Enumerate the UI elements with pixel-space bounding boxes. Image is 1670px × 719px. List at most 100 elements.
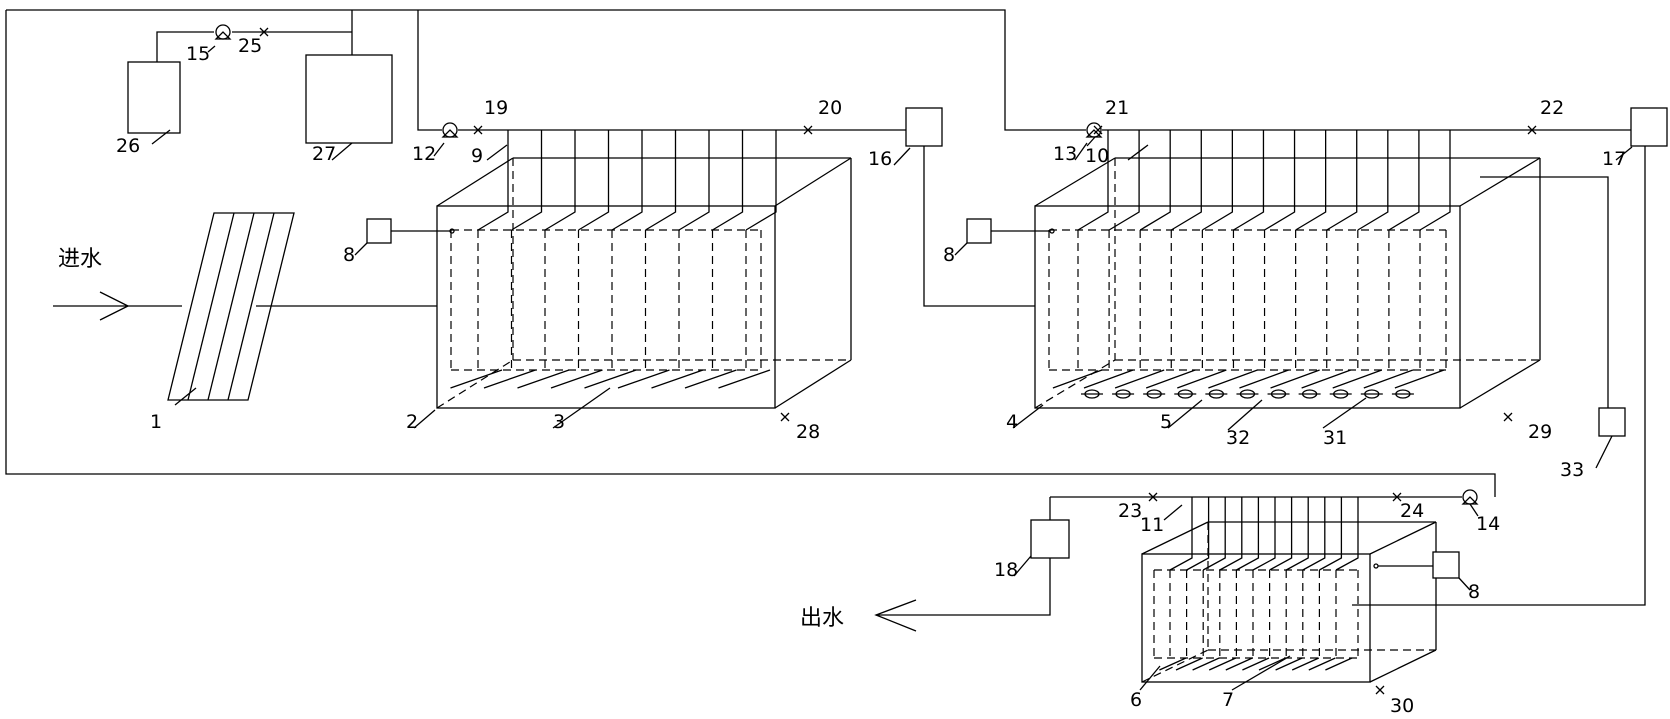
plate-bottom: [1258, 657, 1286, 671]
label-2: 2: [406, 411, 418, 433]
diagram-labels: 进水 出水 1 2 3 4 5 6 7 8 8 8 9 10 11 12 13 …: [58, 35, 1626, 717]
valve-x-mark: [1527, 125, 1537, 135]
tank-edge: [1141, 521, 1209, 555]
controller-18: [1030, 519, 1070, 559]
label-14: 14: [1476, 513, 1500, 535]
controller-17: [1630, 107, 1668, 147]
plate-top: [1295, 200, 1327, 231]
main-pipe-network: [5, 9, 1646, 616]
label-13: 13: [1053, 143, 1077, 165]
plate-top: [1170, 200, 1202, 231]
plate-top: [1326, 200, 1358, 231]
plate-top: [1319, 546, 1343, 571]
valve-x-mark: [1375, 685, 1385, 695]
plate-top: [544, 200, 576, 231]
plate-top: [477, 200, 509, 231]
label-32: 32: [1226, 427, 1250, 449]
plate-bottom: [1325, 657, 1353, 671]
label-19: 19: [484, 97, 508, 119]
tank-hidden-edge: [436, 359, 514, 409]
label-21: 21: [1105, 97, 1129, 119]
tank-4: [1034, 130, 1541, 409]
valve-x-mark: [1503, 412, 1513, 422]
plate-top: [1335, 546, 1359, 571]
plate-bottom: [718, 369, 771, 389]
plate-top: [1269, 546, 1293, 571]
tank-edge: [774, 359, 852, 409]
label-1: 1: [150, 411, 162, 433]
label-27: 27: [312, 143, 336, 165]
label-7: 7: [1222, 689, 1234, 711]
plate-top: [1264, 200, 1296, 231]
plate-top: [1419, 200, 1451, 231]
tank-edge: [1459, 157, 1541, 207]
label-12: 12: [412, 143, 436, 165]
plate-bottom: [1239, 369, 1289, 389]
plate-bottom: [450, 369, 503, 389]
tank-edge: [1459, 359, 1541, 409]
tank-edge: [436, 157, 514, 207]
label-8a: 8: [343, 244, 355, 266]
plate-top: [1077, 200, 1109, 231]
plate-bottom: [1145, 369, 1196, 389]
plate-top: [578, 200, 610, 231]
plate-top: [1302, 546, 1326, 571]
plate-bottom: [1208, 369, 1258, 389]
plate-top: [611, 200, 643, 231]
tank-edge: [1034, 157, 1116, 207]
plate-bottom: [1275, 657, 1303, 671]
plate-bottom: [1052, 369, 1103, 389]
plate-top: [1357, 200, 1389, 231]
tank-edge: [1369, 521, 1437, 555]
label-5: 5: [1160, 411, 1172, 433]
plate-bottom: [684, 369, 737, 389]
plate-bottom: [1332, 369, 1383, 389]
tank-front-face: [436, 205, 776, 409]
plate-top: [1139, 200, 1171, 231]
plate-top: [1233, 200, 1265, 231]
plate-bottom: [517, 369, 570, 389]
plate-top: [1236, 546, 1260, 571]
label-26: 26: [116, 135, 140, 157]
chemical-tank-26: [127, 61, 181, 134]
pump-13: [1085, 122, 1103, 138]
tank-hidden-edge: [1141, 649, 1209, 683]
plate-bottom: [1308, 657, 1336, 671]
valve-x-mark: [803, 125, 813, 135]
label-20: 20: [818, 97, 842, 119]
label-16: 16: [868, 148, 892, 170]
plate-top: [511, 200, 543, 231]
sensor-8-tank-4: [966, 218, 992, 244]
outlet-arrow: [874, 599, 917, 632]
pump-15: [214, 24, 232, 40]
valve-x-mark: [1148, 492, 1158, 502]
plate-top: [645, 200, 677, 231]
pump-12: [441, 122, 459, 138]
label-30: 30: [1390, 695, 1414, 717]
plate-bottom: [1394, 369, 1445, 389]
label-8c: 8: [1468, 581, 1480, 603]
plate-bottom: [584, 369, 637, 389]
label-22: 22: [1540, 97, 1564, 119]
label-18: 18: [994, 559, 1018, 581]
outlet-label: 出水: [800, 606, 844, 631]
plate-bottom: [550, 369, 603, 389]
valve-x-mark: [259, 27, 269, 37]
plate-bottom: [1270, 369, 1320, 389]
plate-top: [1252, 546, 1276, 571]
plate-bottom: [1177, 369, 1227, 389]
plate-bottom: [1175, 657, 1203, 671]
plate-bottom: [617, 369, 670, 389]
label-24: 24: [1400, 500, 1424, 522]
label-31: 31: [1323, 427, 1347, 449]
tank-edge: [774, 157, 852, 207]
valve-x-mark: [1392, 492, 1402, 502]
leader-lines: [151, 45, 1633, 691]
plate-top: [1186, 546, 1210, 571]
valve-x-mark: [780, 412, 790, 422]
inlet-label: 进水: [58, 247, 102, 272]
label-15: 15: [186, 43, 210, 65]
sensor-33: [1598, 407, 1626, 437]
label-8b: 8: [943, 244, 955, 266]
